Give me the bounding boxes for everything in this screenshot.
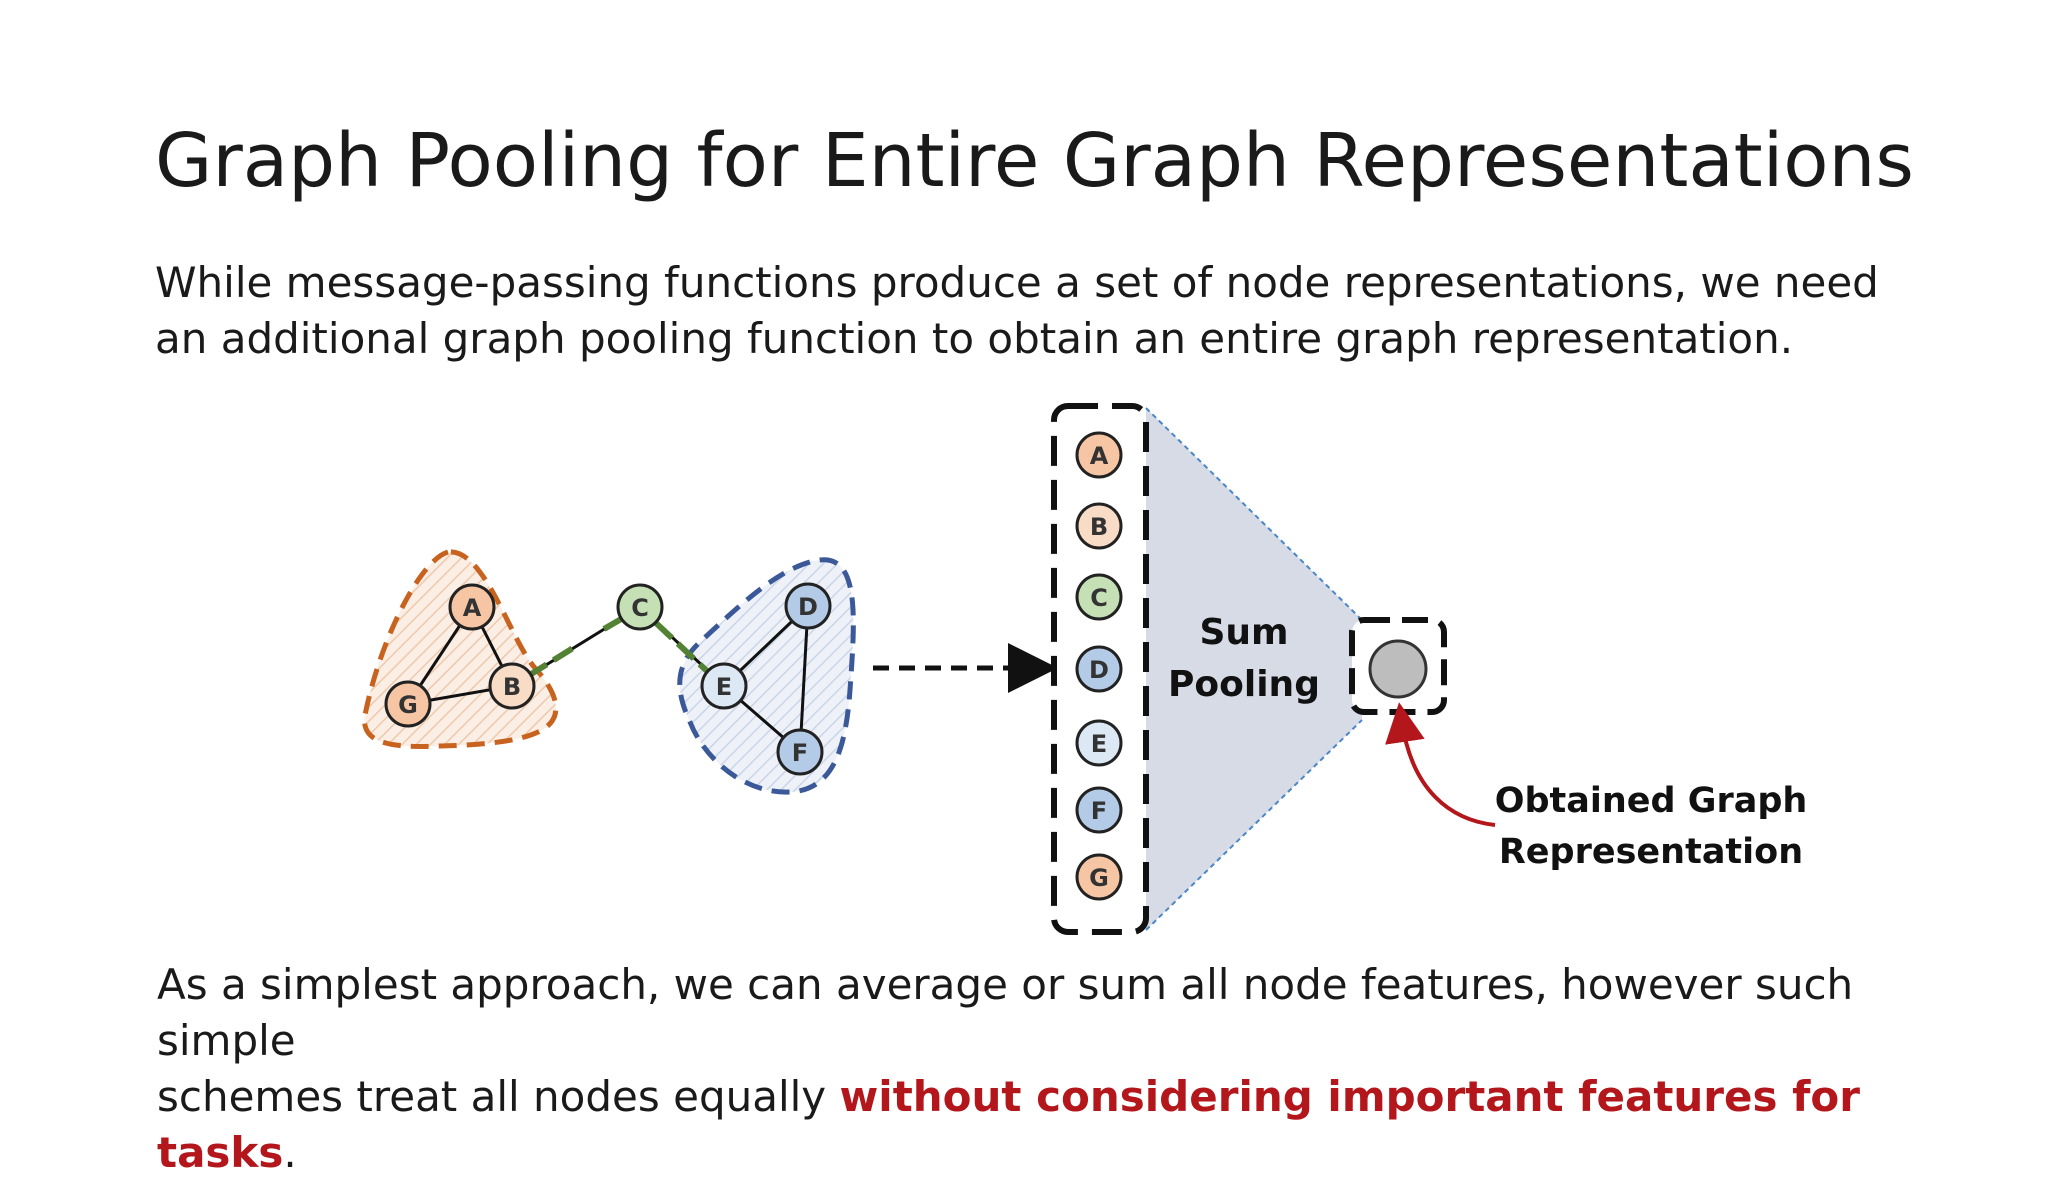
stack-node-c: C: [1075, 573, 1123, 621]
outro-period: .: [283, 1128, 297, 1177]
stack-node-d: D: [1075, 645, 1123, 693]
svg-text:A: A: [463, 594, 482, 622]
stack-node-g: G: [1075, 853, 1123, 901]
pooling-label-line-2: Pooling: [1168, 664, 1320, 705]
pooling-trapezoid: [1146, 408, 1362, 930]
svg-text:B: B: [503, 673, 521, 701]
output-label-line-2: Representation: [1499, 832, 1803, 872]
stack-node-a: A: [1075, 431, 1123, 479]
pooling-label-line-1: Sum: [1199, 612, 1288, 653]
svg-text:G: G: [398, 691, 418, 719]
svg-text:C: C: [631, 594, 649, 622]
graph-node-d: D: [784, 582, 832, 630]
slide-title: Graph Pooling for Entire Graph Represent…: [155, 118, 1914, 204]
graph-node-e: E: [700, 662, 748, 710]
svg-text:A: A: [1090, 442, 1109, 470]
svg-text:D: D: [798, 593, 818, 621]
intro-line-2: an additional graph pooling function to …: [155, 314, 1794, 363]
svg-text:D: D: [1089, 656, 1109, 684]
intro-line-1: While message-passing functions produce …: [155, 258, 1879, 307]
outro-plain-text: schemes treat all nodes equally: [157, 1072, 840, 1121]
stack-node-f: F: [1075, 786, 1123, 834]
outro-emphasis-text: without considering important features f…: [157, 1072, 1860, 1177]
outro-line-2: schemes treat all nodes equally without …: [157, 1069, 1997, 1181]
svg-text:C: C: [1090, 584, 1108, 612]
output-label-line-1: Obtained Graph: [1495, 781, 1808, 821]
graph-pooling-diagram: A B C D E F G A B C: [362, 403, 1808, 935]
graph-node-b: B: [488, 662, 536, 710]
graph-node-g: G: [384, 680, 432, 728]
intro-text: While message-passing functions produce …: [155, 255, 1935, 367]
svg-text:F: F: [792, 739, 808, 767]
outro-line-1: As a simplest approach, we can average o…: [157, 960, 1854, 1065]
svg-text:B: B: [1090, 513, 1108, 541]
output-pointer-arrow: [1385, 702, 1496, 827]
outro-text: As a simplest approach, we can average o…: [157, 957, 1997, 1181]
edge-d-f: [798, 605, 810, 753]
graph-node-c: C: [616, 583, 664, 631]
stack-node-b: B: [1075, 502, 1123, 550]
svg-text:E: E: [1091, 730, 1107, 758]
graph-representation-node: [1368, 639, 1428, 699]
stack-node-e: E: [1075, 719, 1123, 767]
svg-text:E: E: [716, 673, 732, 701]
graph-node-a: A: [448, 583, 496, 631]
svg-text:F: F: [1091, 797, 1107, 825]
svg-text:G: G: [1089, 864, 1109, 892]
green-edge-highlights: [526, 612, 711, 679]
graph-node-f: F: [776, 728, 824, 776]
